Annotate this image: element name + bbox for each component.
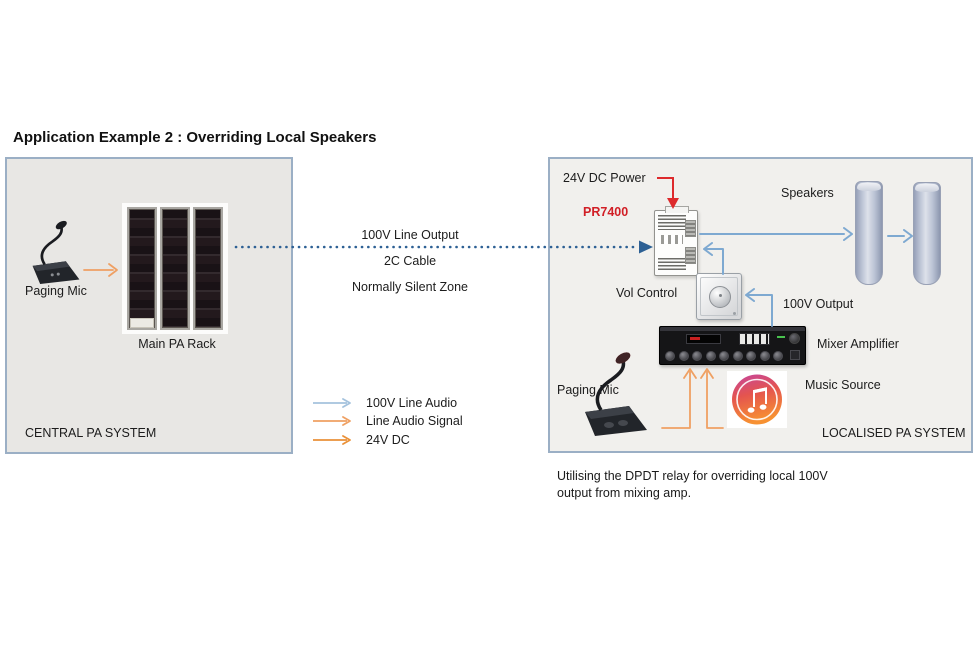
pr7400-model-label: PR7400 — [583, 205, 629, 219]
pa-rack-icon — [122, 203, 228, 334]
link-output-label: 100V Line Output — [361, 228, 459, 242]
caption-line-2: output from mixing amp. — [557, 486, 692, 500]
legend-arrow-orange2-icon — [313, 435, 351, 445]
legend-arrow-orange-icon — [313, 416, 351, 426]
legend-label: 24V DC — [366, 433, 410, 447]
legend-label: Line Audio Signal — [366, 414, 463, 428]
link-zone-label: Normally Silent Zone — [351, 280, 468, 294]
speakers-label: Speakers — [781, 186, 834, 200]
central-paging-mic-label: Paging Mic — [25, 284, 87, 298]
dc-power-label: 24V DC Power — [563, 171, 646, 185]
caption: Utilising the DPDT relay for overriding … — [557, 468, 907, 502]
paging-mic-icon — [585, 352, 647, 436]
speaker-icon — [913, 182, 941, 285]
volume-control-icon — [696, 273, 742, 320]
legend-item-line-audio-signal: Line Audio Signal — [312, 414, 463, 428]
page-title: Application Example 2 : Overriding Local… — [13, 129, 377, 146]
output-100v-label: 100V Output — [783, 297, 854, 311]
legend-item-24v-dc: 24V DC — [312, 433, 410, 447]
mixer-amplifier-label: Mixer Amplifier — [817, 337, 899, 351]
music-source-icon — [727, 371, 787, 428]
mixer-amplifier-icon — [659, 326, 806, 365]
legend-label: 100V Line Audio — [366, 396, 458, 410]
legend-item-100v-line-audio: 100V Line Audio — [312, 396, 457, 410]
music-source-label: Music Source — [805, 378, 881, 392]
link-cable-label: 2C Cable — [383, 254, 437, 268]
localised-pa-system-label: LOCALISED PA SYSTEM — [822, 426, 966, 440]
main-pa-rack-label: Main PA Rack — [138, 337, 216, 351]
central-pa-system-label: CENTRAL PA SYSTEM — [25, 426, 157, 440]
legend-arrow-blue-icon — [313, 398, 351, 408]
paging-mic-icon — [32, 220, 80, 284]
vol-control-label: Vol Control — [616, 286, 678, 300]
relay-module-icon — [654, 206, 698, 276]
speaker-icon — [855, 181, 883, 285]
caption-line-1: Utilising the DPDT relay for overriding … — [557, 469, 828, 483]
